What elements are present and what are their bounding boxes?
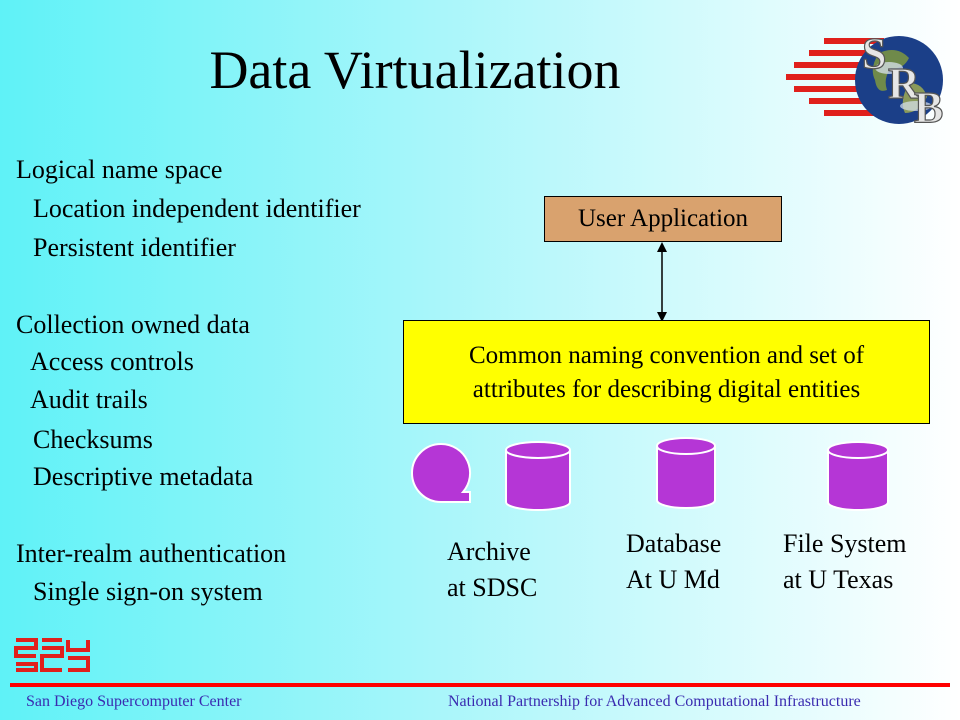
bullet-audit-trails: Audit trails [30, 385, 148, 414]
common-naming-line-2: attributes for describing digital entiti… [472, 376, 861, 403]
database-label-line-1: Database [626, 529, 722, 558]
footer-right-text: National Partnership for Advanced Comput… [448, 693, 861, 710]
srb-logo: S R B [786, 28, 944, 128]
bullet-checksums: Checksums [33, 425, 153, 454]
bullet-logical-name-space: Logical name space [16, 155, 223, 184]
logo-letter-s: S [862, 29, 886, 78]
database-disk-icon [656, 437, 716, 509]
filesystem-label-line-2: at U Texas [783, 565, 894, 594]
filesystem-label-line-1: File System [783, 529, 907, 558]
bullet-persistent-identifier: Persistent identifier [33, 233, 236, 262]
user-application-box: User Application [544, 196, 782, 242]
archive-disk-icon [505, 441, 571, 511]
logo-letter-b: B [914, 83, 943, 128]
globe-icon [855, 36, 943, 124]
footer-left-text: San Diego Supercomputer Center [26, 693, 242, 710]
archive-label-line-2: at SDSC [447, 573, 538, 602]
archive-label-line-1: Archive [447, 537, 531, 566]
user-application-label: User Application [577, 205, 749, 232]
double-arrow [657, 242, 667, 322]
bullet-inter-realm-authentication: Inter-realm authentication [16, 539, 287, 568]
common-naming-box: Common naming convention and set of attr… [403, 320, 930, 424]
sdsc-logo [14, 638, 90, 672]
common-naming-line-1: Common naming convention and set of [468, 342, 865, 369]
bullet-collection-owned-data: Collection owned data [16, 310, 250, 339]
slide-title: Data Virtualization [209, 40, 621, 100]
bullet-access-controls: Access controls [30, 347, 194, 376]
bullet-location-independent-identifier: Location independent identifier [33, 194, 361, 223]
logo-stripes [786, 38, 884, 116]
bullet-single-sign-on-system: Single sign-on system [33, 577, 263, 606]
footer-rule [10, 683, 950, 687]
database-label-line-2: At U Md [626, 565, 720, 594]
bullet-descriptive-metadata: Descriptive metadata [33, 462, 254, 491]
tape-icon [411, 442, 472, 503]
logo-letter-r: R [888, 59, 921, 108]
filesystem-disk-icon [827, 441, 889, 511]
